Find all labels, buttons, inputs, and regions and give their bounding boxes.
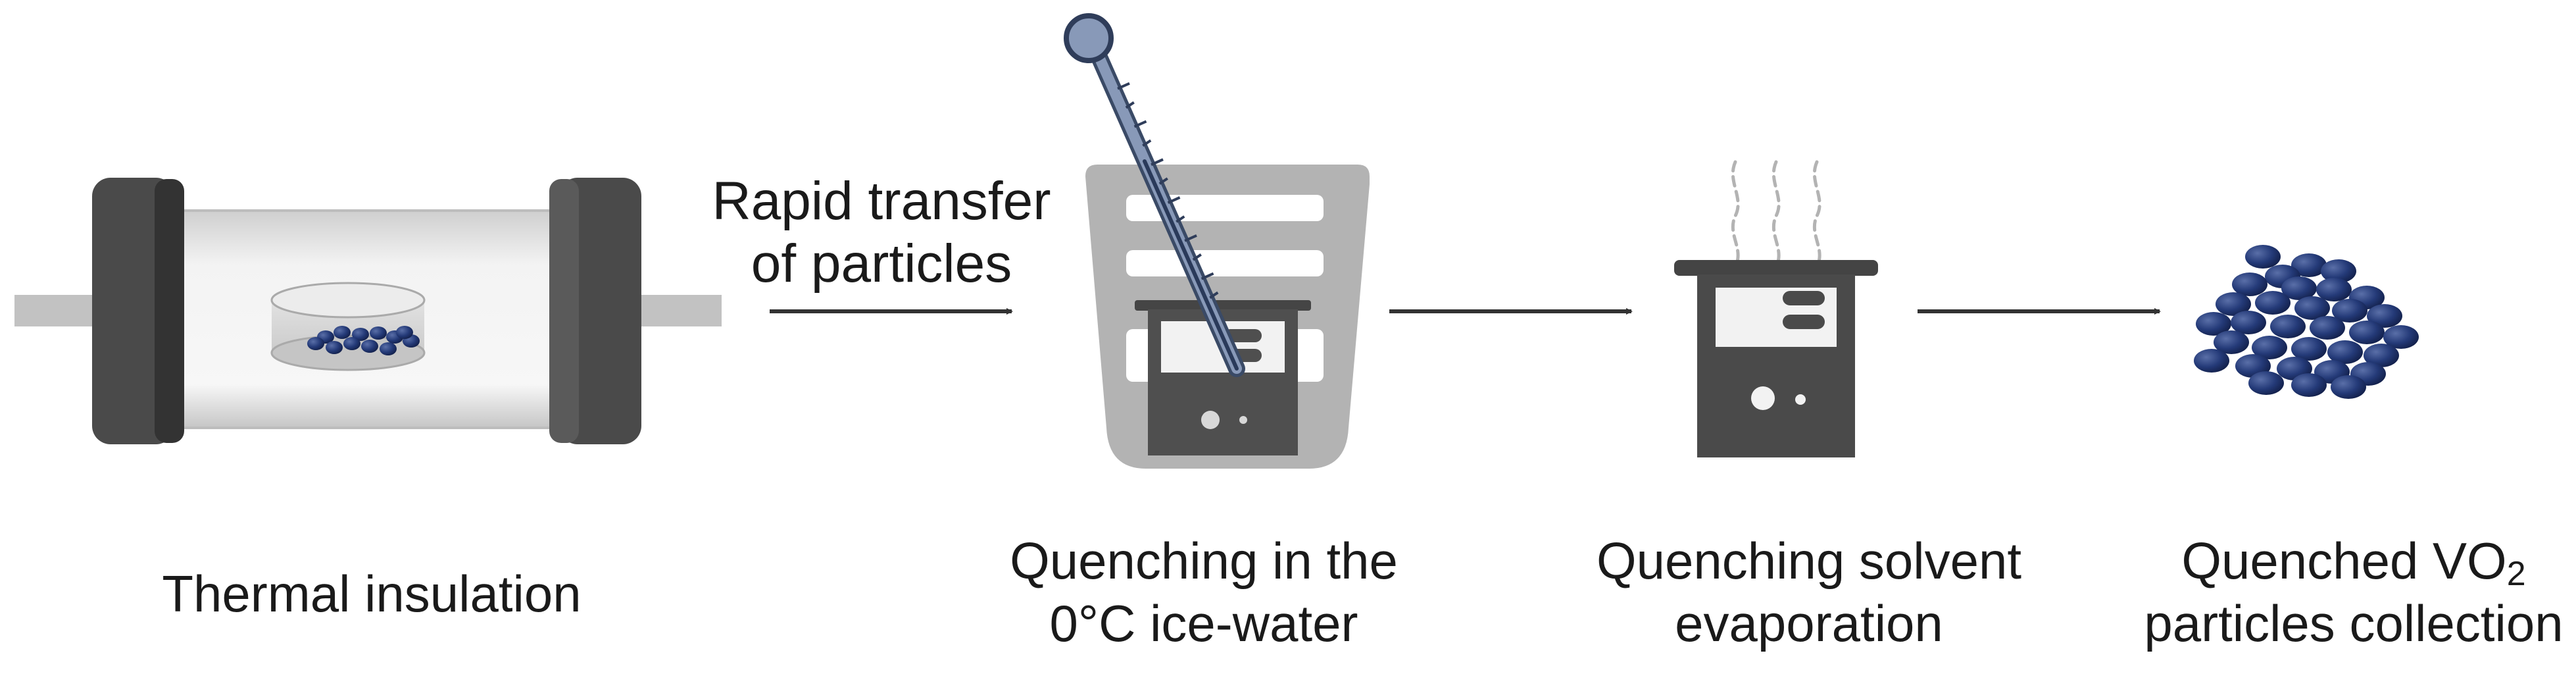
label-transfer-line2: of particles [751, 234, 1012, 294]
ice-water-bath [1064, 13, 1370, 469]
collected-particle [2216, 292, 2251, 316]
hotplate-knob [1751, 386, 1775, 410]
dish-particle [380, 342, 397, 355]
dish-particle [334, 326, 351, 339]
collected-particle [2291, 337, 2327, 361]
collected-particle [2321, 259, 2356, 283]
dish-particles [307, 326, 420, 355]
hotplate-indicator-top [1783, 291, 1825, 305]
label-evaporation-line1: Quenching solvent [1596, 532, 2022, 590]
dish-particle [396, 326, 413, 339]
label-quenching-line1: Quenching in the [1010, 532, 1398, 590]
collected-particle [2231, 311, 2266, 334]
collected-particle [2232, 272, 2267, 296]
vapor-icon [1731, 160, 1821, 269]
label-quenching: Quenching in the 0°C ice-water [941, 530, 1467, 655]
collected-particle [2245, 245, 2281, 269]
collected-particle [2367, 304, 2402, 328]
collected-particle [2316, 278, 2352, 301]
label-collection: Quenched VO2 particles collection [2131, 530, 2576, 655]
collected-particle [2327, 340, 2363, 364]
label-evaporation: Quenching solvent evaporation [1572, 530, 2046, 655]
bath-window-mid [1126, 250, 1324, 276]
dish-particle [361, 340, 378, 353]
thermometer-tick [1142, 139, 1152, 147]
collected-particle [2281, 276, 2317, 300]
collected-particle [2291, 373, 2327, 397]
right-flange-face [549, 179, 579, 443]
hotplate-indicator-bottom [1783, 315, 1825, 329]
dish-particle [307, 337, 324, 350]
label-collection-prefix: Quenched VO [2181, 532, 2507, 590]
hotplate-light [1795, 394, 1806, 405]
thermometer-tick [1158, 177, 1168, 185]
dish-particle [343, 337, 360, 350]
collected-particle [2270, 315, 2306, 338]
left-flange-face [155, 179, 184, 443]
label-collection-subscript: 2 [2506, 555, 2526, 593]
thermometer-tick [1201, 272, 1214, 280]
label-collection-line2: particles collection [2144, 594, 2564, 653]
label-transfer-line1: Rapid transfer [712, 171, 1051, 231]
thermometer-tick [1167, 196, 1181, 204]
thermometer-tick [1209, 291, 1219, 299]
thermometer-tick [1125, 101, 1135, 109]
collected-particle [2364, 344, 2399, 367]
label-thermal-text: Thermal insulation [162, 565, 582, 623]
collected-particle [2291, 253, 2327, 277]
label-thermal-insulation: Thermal insulation [112, 563, 632, 625]
beaker-indicator-top [1224, 329, 1262, 342]
collected-particle [2294, 296, 2330, 320]
dish-particle [326, 341, 343, 354]
hotplate-lid [1674, 260, 1878, 276]
evaporation-heater [1674, 160, 1878, 457]
collected-particle [2248, 371, 2284, 395]
collected-particle [2196, 312, 2231, 336]
label-evaporation-line2: evaporation [1675, 594, 1943, 653]
thermometer-tick [1133, 120, 1147, 128]
dish-particle [370, 326, 387, 340]
collected-particle [2332, 299, 2367, 323]
left-flange [92, 178, 174, 444]
tube-furnace [14, 178, 722, 444]
right-rod [628, 295, 722, 326]
collected-particle [2310, 316, 2345, 340]
thermometer-icon [1064, 13, 1245, 377]
thermometer-tick [1117, 82, 1130, 90]
collected-particle [2194, 349, 2229, 373]
thermometer-ticks [1117, 82, 1219, 299]
label-collection-line1: Quenched VO2 [2131, 530, 2576, 592]
collected-particle [2214, 330, 2249, 354]
collected-particle [2255, 291, 2291, 315]
dish-particle [352, 328, 369, 341]
label-quenching-line2: 0°C ice-water [1049, 594, 1358, 653]
right-flange [559, 178, 641, 444]
thermometer-tick [1184, 234, 1197, 242]
collected-particles [2194, 245, 2419, 399]
collected-particle [2252, 336, 2287, 359]
thermometer-bulb [1064, 13, 1114, 63]
collected-particle [2349, 321, 2385, 344]
thermometer-tick [1176, 215, 1185, 223]
beaker-knob [1201, 411, 1220, 429]
thermometer-tick [1151, 158, 1164, 167]
collected-particle [2331, 375, 2366, 399]
thermometer-tick [1192, 253, 1202, 261]
left-rod [14, 295, 105, 326]
collected-particle [2383, 325, 2419, 349]
beaker-light [1239, 416, 1247, 424]
label-rapid-transfer: Rapid transfer of particles [684, 170, 1079, 295]
sample-dish [270, 282, 426, 371]
